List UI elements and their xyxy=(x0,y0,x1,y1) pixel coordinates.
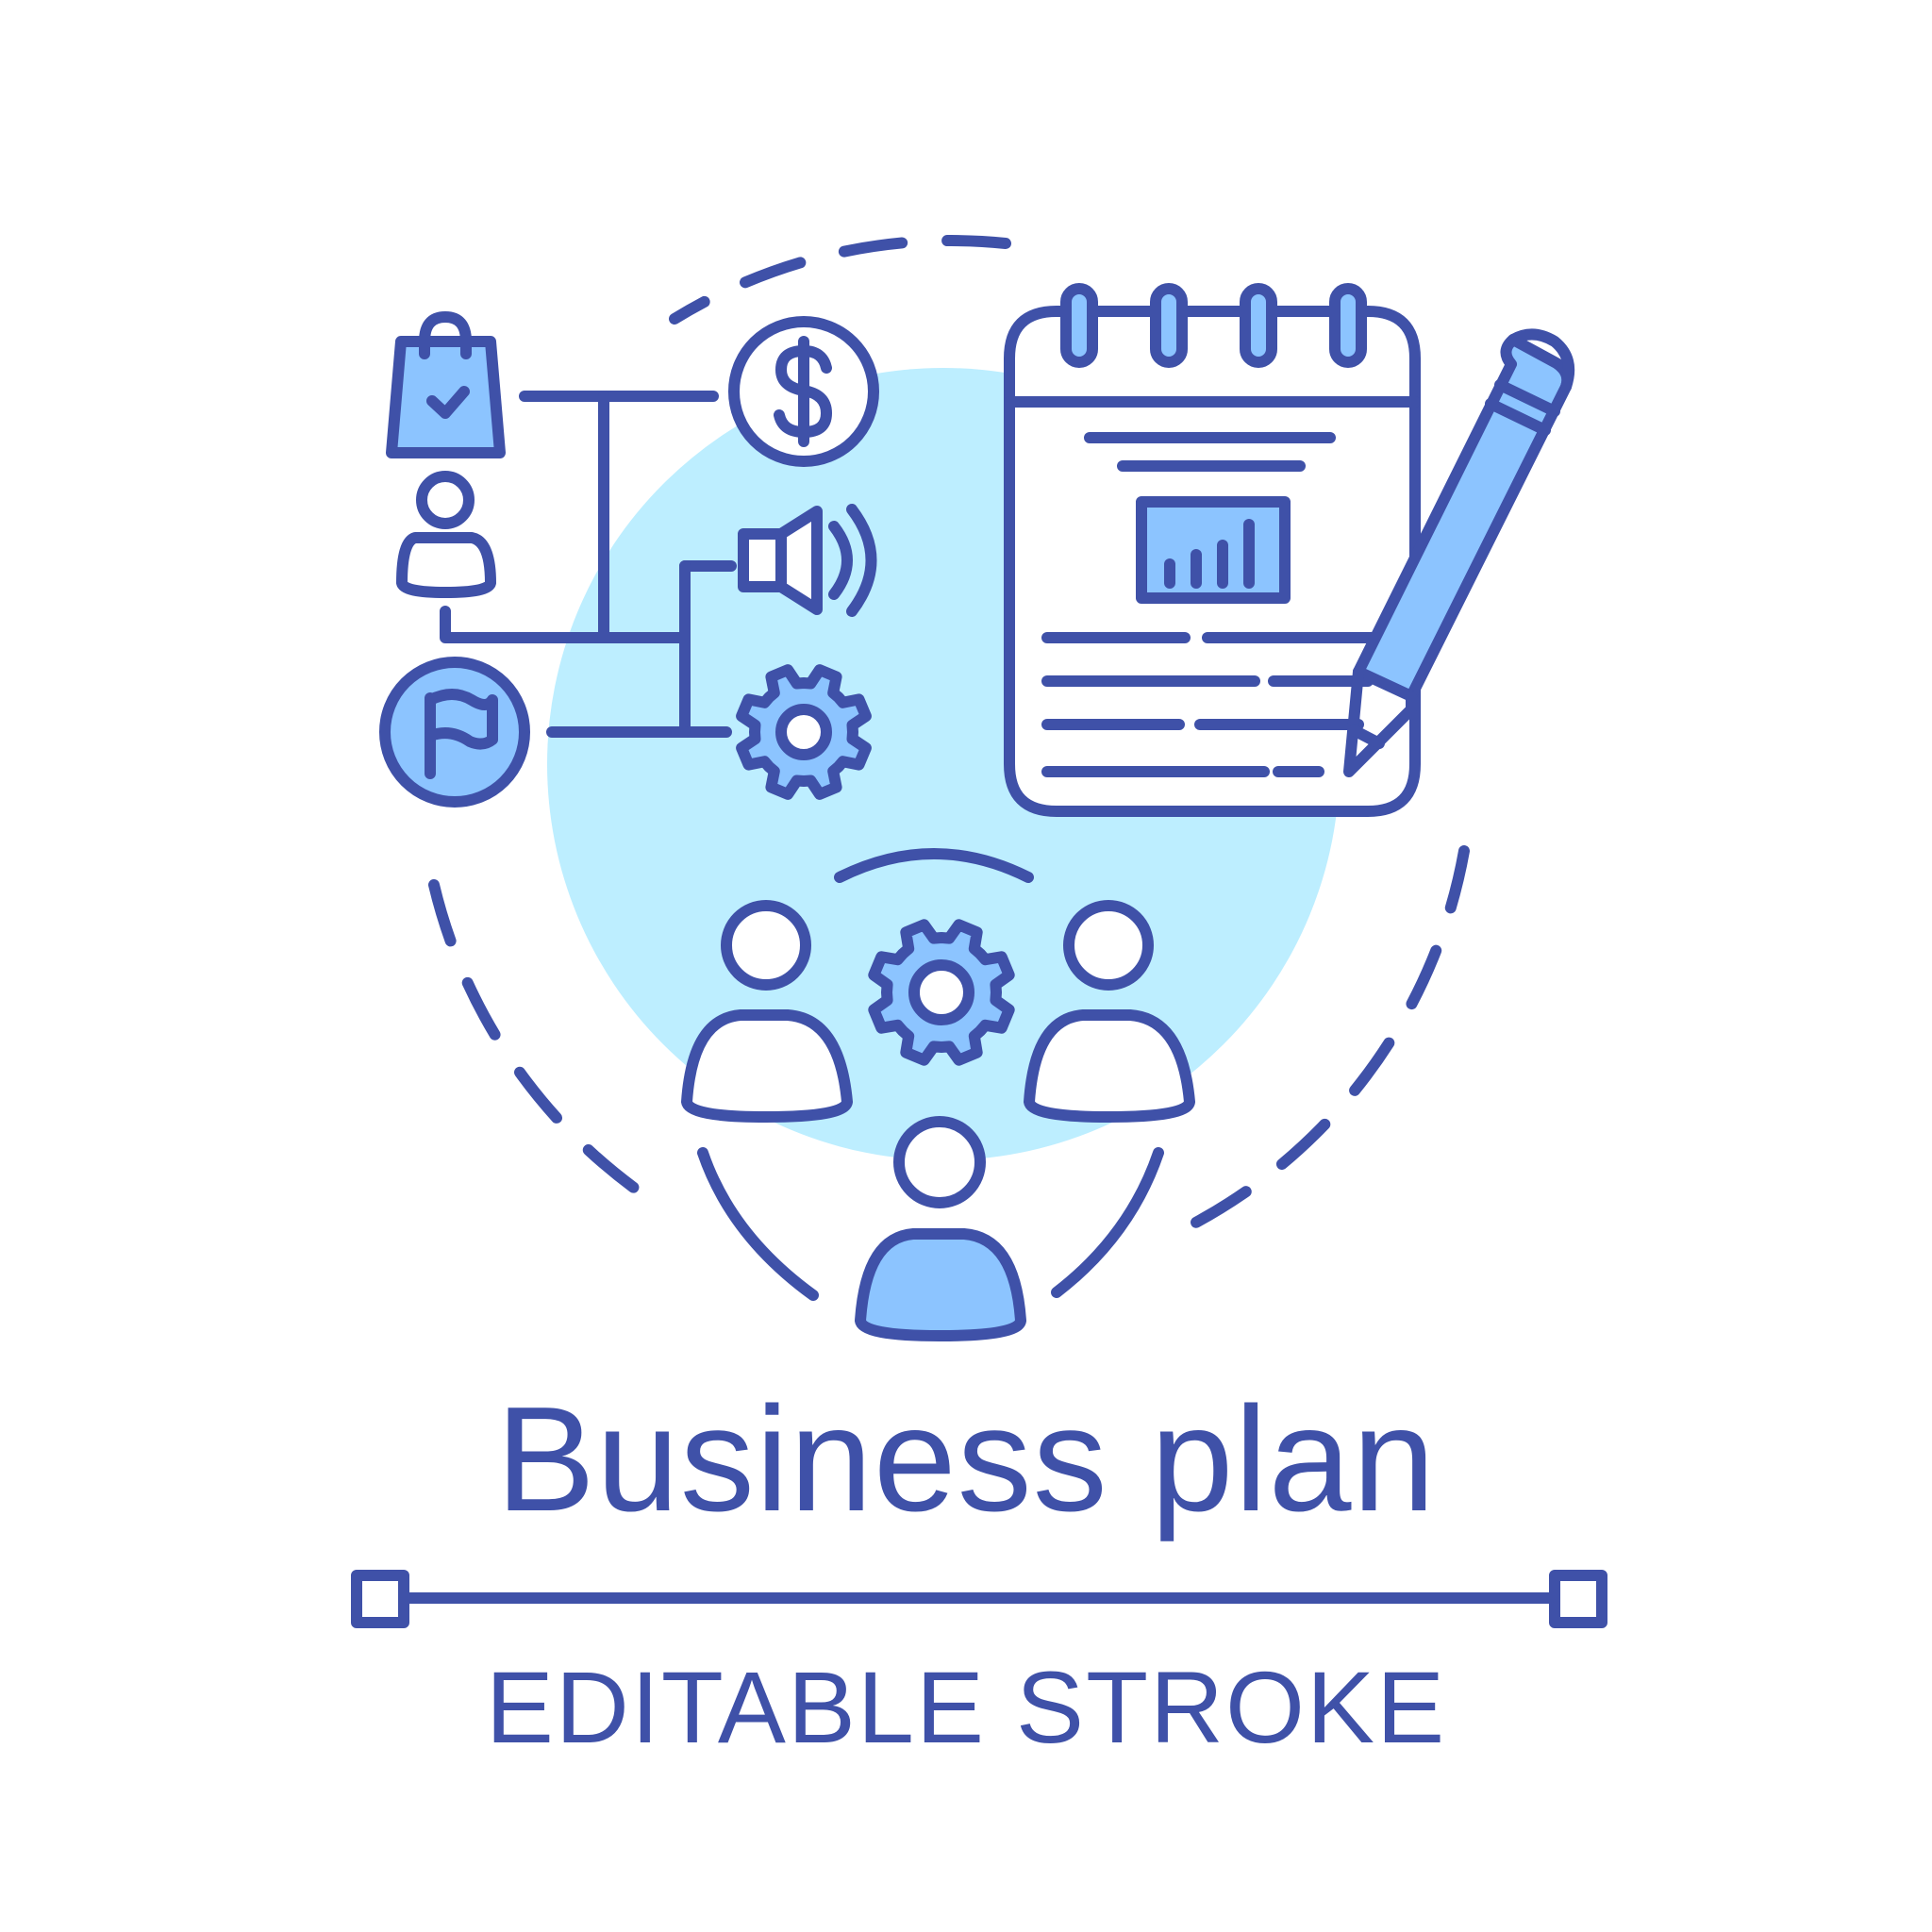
connector-lines xyxy=(440,391,737,738)
team-arcs xyxy=(697,848,1164,1301)
gear-icon xyxy=(736,664,872,800)
team-member-left xyxy=(681,900,853,1123)
divider-line xyxy=(351,1570,1607,1628)
team-member-leader xyxy=(855,1116,1026,1341)
user-icon xyxy=(396,471,496,598)
dollar-coin-icon xyxy=(728,316,879,467)
dashed-ring xyxy=(428,235,1470,1232)
editable-stroke-label: EDITABLE STROKE xyxy=(485,1650,1447,1764)
bar-chart-icon xyxy=(1136,496,1291,604)
team-gear-icon xyxy=(868,919,1015,1066)
shopping-bag-icon xyxy=(386,311,506,458)
team-member-right xyxy=(1024,900,1195,1123)
pencil-icon xyxy=(1343,328,1574,777)
page-title: Business plan xyxy=(495,1376,1437,1542)
megaphone-icon xyxy=(738,504,877,617)
flag-icon xyxy=(379,657,530,808)
